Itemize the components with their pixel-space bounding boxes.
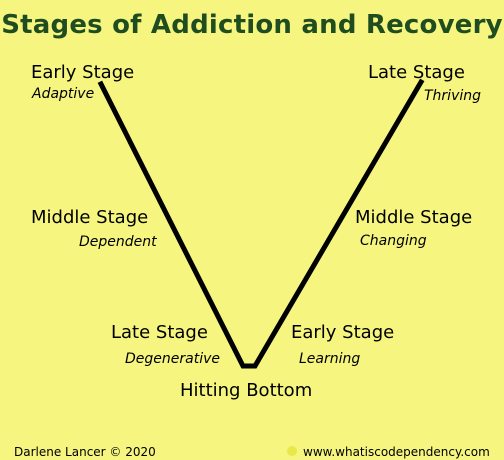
right-early-stage-label: Early Stage <box>291 322 395 343</box>
right-late-stage-label: Late Stage <box>368 62 465 83</box>
left-late-stage-sub: Degenerative <box>125 351 220 367</box>
copyright-text: Darlene Lancer © 2020 <box>14 445 156 459</box>
website-link[interactable]: www.whatiscodependency.com <box>303 445 490 459</box>
right-early-stage-sub: Learning <box>299 351 361 367</box>
v-line <box>97 78 425 369</box>
left-early-stage-label: Early Stage <box>31 62 135 83</box>
right-middle-stage-sub: Changing <box>360 233 427 249</box>
bullet-icon <box>287 446 297 456</box>
left-late-stage-label: Late Stage <box>111 322 208 343</box>
left-early-stage-sub: Adaptive <box>32 86 95 102</box>
left-middle-stage-sub: Dependent <box>79 234 157 250</box>
left-middle-stage-label: Middle Stage <box>31 207 149 228</box>
diagram-title: Stages of Addiction and Recovery <box>1 10 503 40</box>
right-middle-stage-label: Middle Stage <box>355 207 473 228</box>
hitting-bottom-label: Hitting Bottom <box>180 380 313 401</box>
right-late-stage-sub: Thriving <box>424 88 482 104</box>
